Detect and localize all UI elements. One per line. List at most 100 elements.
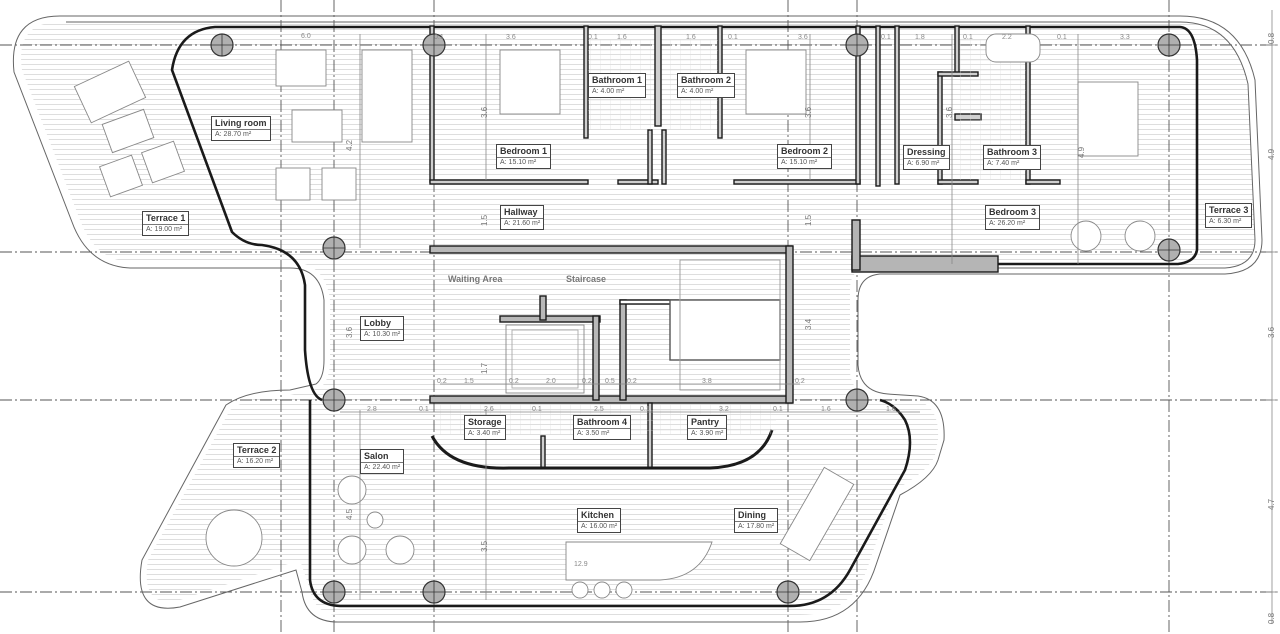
- room-area: A: 17.80 m²: [738, 523, 775, 530]
- room-area: A: 3.50 m²: [577, 430, 610, 437]
- label-waiting-area: Waiting Area: [448, 274, 503, 284]
- slab-outline: [12, 15, 1263, 623]
- room-area: A: 3.40 m²: [468, 430, 501, 437]
- room-label-hallway: Hallway A: 21.60 m²: [500, 205, 545, 230]
- dimension-label-vertical: 4.2: [345, 139, 354, 151]
- dimension-label: 12.9: [574, 561, 588, 568]
- room-name: Salon: [361, 450, 404, 463]
- dimension-label-vertical: 1.7: [480, 362, 489, 374]
- dimension-label-vertical: 3.6: [1267, 326, 1276, 338]
- dimension-label: 1.8: [915, 34, 925, 41]
- room-label-bathroom-2: Bathroom 2 A: 4.00 m²: [677, 73, 736, 98]
- label-staircase: Staircase: [566, 274, 607, 284]
- room-name: Bedroom 2: [778, 145, 832, 158]
- room-area: A: 7.40 m²: [987, 160, 1020, 167]
- room-label-bedroom-2: Bedroom 2 A: 15.10 m²: [777, 144, 833, 169]
- room-area: A: 10.30 m²: [364, 331, 401, 338]
- room-name: Kitchen: [578, 509, 621, 522]
- dimension-label: 3.2: [719, 406, 729, 413]
- room-area: A: 26.20 m²: [989, 220, 1026, 227]
- room-name: Lobby: [361, 317, 404, 330]
- dimension-label: 0.2: [795, 378, 805, 385]
- dimension-label: 2.2: [1002, 34, 1012, 41]
- room-area: A: 19.00 m²: [146, 226, 183, 233]
- dimension-label: 0.1: [434, 34, 444, 41]
- room-label-living-room: Living room A: 28.70 m²: [211, 116, 271, 141]
- dimension-label: 2.6: [484, 406, 494, 413]
- dimension-label: 0.2: [582, 378, 592, 385]
- room-name: Terrace 3: [1206, 204, 1252, 217]
- room-name: Living room: [212, 117, 270, 130]
- room-area: A: 4.00 m²: [681, 88, 714, 95]
- dimension-label-vertical: 1.5: [804, 214, 813, 226]
- dimension-label: 0.5: [605, 378, 615, 385]
- room-area: A: 15.10 m²: [500, 159, 537, 166]
- dimension-label: 0.2: [437, 378, 447, 385]
- dimension-label: 3.6: [798, 34, 808, 41]
- room-name: Storage: [465, 416, 505, 429]
- dimension-label: 0.1: [419, 406, 429, 413]
- dimension-label: 1.5: [464, 378, 474, 385]
- dimension-label: 6.0: [301, 33, 311, 40]
- room-area: A: 15.10 m²: [781, 159, 818, 166]
- dimension-label: 0.1: [963, 34, 973, 41]
- dimension-label: 3.8: [702, 378, 712, 385]
- dimension-label-vertical: 0.8: [1267, 32, 1276, 44]
- dimension-label: 3.6: [506, 34, 516, 41]
- dimension-label: 0.1: [640, 406, 650, 413]
- dimension-label: 1.6: [686, 34, 696, 41]
- furniture: [73, 33, 1156, 599]
- dimension-label-vertical: 3.6: [345, 326, 354, 338]
- dimension-label-vertical: 4.9: [1077, 146, 1086, 158]
- dimension-label: 0.2: [509, 378, 519, 385]
- room-label-storage: Storage A: 3.40 m²: [464, 415, 506, 440]
- dimension-label: 0.1: [773, 406, 783, 413]
- dimension-label-vertical: 3.6: [480, 106, 489, 118]
- room-label-bedroom-3: Bedroom 3 A: 26.20 m²: [985, 205, 1041, 230]
- room-label-bathroom-3: Bathroom 3 A: 7.40 m²: [983, 145, 1042, 170]
- dimension-label-vertical: 4.9: [1267, 148, 1276, 160]
- room-area: A: 4.00 m²: [592, 88, 625, 95]
- dimension-label-vertical: 1.5: [480, 214, 489, 226]
- room-name: Dining: [735, 509, 778, 522]
- room-label-dressing: Dressing A: 6.90 m²: [903, 145, 950, 170]
- room-name: Dressing: [904, 146, 949, 159]
- dimension-label: 0.1: [728, 34, 738, 41]
- room-label-pantry: Pantry A: 3.90 m²: [687, 415, 728, 440]
- room-name: Pantry: [688, 416, 727, 429]
- room-label-terrace-2: Terrace 2 A: 16.20 m²: [233, 443, 281, 468]
- room-label-salon: Salon A: 22.40 m²: [360, 449, 405, 474]
- room-label-terrace-1: Terrace 1 A: 19.00 m²: [142, 211, 190, 236]
- room-area: A: 28.70 m²: [215, 131, 252, 138]
- room-label-lobby: Lobby A: 10.30 m²: [360, 316, 405, 341]
- dimension-label: 0.2: [627, 378, 637, 385]
- room-area: A: 6.30 m²: [1209, 218, 1242, 225]
- room-area: A: 3.90 m²: [691, 430, 724, 437]
- dimension-label-vertical: 0.8: [1267, 612, 1276, 624]
- interior-walls: [429, 25, 1061, 470]
- room-name: Bathroom 2: [678, 74, 735, 87]
- room-label-dining: Dining A: 17.80 m²: [734, 508, 779, 533]
- dimension-label: 0.1: [1057, 34, 1067, 41]
- room-name: Bathroom 1: [589, 74, 646, 87]
- room-name: Bathroom 3: [984, 146, 1041, 159]
- dimension-label: 2.5: [594, 406, 604, 413]
- room-label-bathroom-1: Bathroom 1 A: 4.00 m²: [588, 73, 647, 98]
- room-area: A: 21.60 m²: [504, 220, 541, 227]
- dimension-label-vertical: 4.5: [345, 508, 354, 520]
- room-label-bedroom-1: Bedroom 1 A: 15.10 m²: [496, 144, 552, 169]
- dimension-label-vertical: 3.6: [945, 106, 954, 118]
- room-name: Hallway: [501, 206, 544, 219]
- dimension-label-vertical: 3.6: [804, 106, 813, 118]
- room-label-bathroom-4: Bathroom 4 A: 3.50 m²: [573, 415, 632, 440]
- dimension-label: 2.8: [367, 406, 377, 413]
- room-area: A: 22.40 m²: [364, 464, 401, 471]
- dimension-label: 1.6: [821, 406, 831, 413]
- room-label-kitchen: Kitchen A: 16.00 m²: [577, 508, 622, 533]
- room-name: Bathroom 4: [574, 416, 631, 429]
- dimension-label-vertical: 3.5: [480, 540, 489, 552]
- dimension-label: 1.6: [886, 406, 896, 413]
- dimension-label: 3.3: [1120, 34, 1130, 41]
- room-area: A: 16.00 m²: [581, 523, 618, 530]
